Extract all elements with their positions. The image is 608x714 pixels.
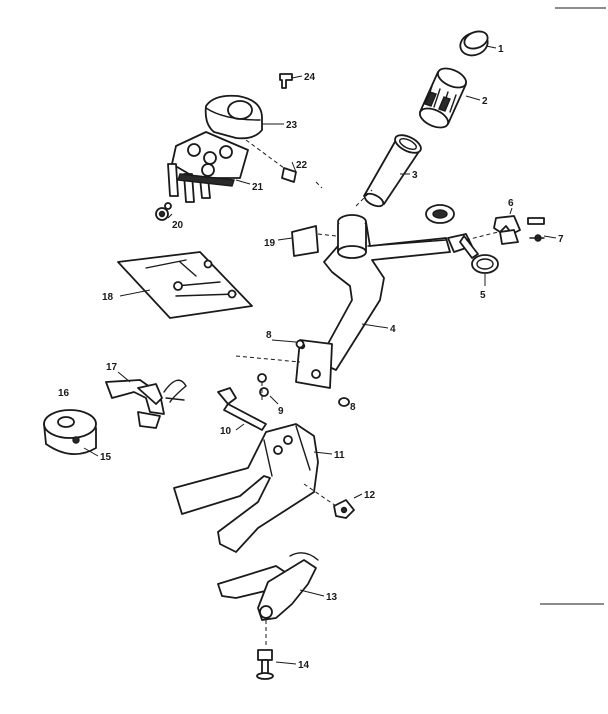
leader-lines: [83, 45, 557, 665]
callout-7: 7: [558, 234, 564, 245]
callout-10: 10: [220, 426, 232, 437]
callout-2: 2: [482, 96, 488, 107]
callout-labels: 1 2 3 4 5 6 7 8 8 9 10 11 12 13 14 15 16…: [58, 44, 564, 671]
part-6-clamp: [493, 215, 521, 245]
part-1-cap: [459, 30, 489, 57]
callout-13: 13: [326, 592, 338, 603]
assembly-lines: [235, 139, 499, 648]
part-4-arm: [295, 214, 451, 389]
callout-20: 20: [172, 220, 184, 231]
part-22-pin: [281, 167, 297, 183]
callout-18: 18: [102, 292, 114, 303]
part-20-nut: [155, 202, 172, 221]
callout-23: 23: [286, 120, 298, 131]
part-2-knob: [419, 67, 467, 129]
callout-15: 15: [100, 452, 112, 463]
callout-24: 24: [304, 72, 316, 83]
part-10-bolt: [217, 387, 267, 431]
callout-22: 22: [296, 160, 308, 171]
callout-21: 21: [252, 182, 264, 193]
arm-end-disc: [425, 204, 455, 224]
part-13-lever: [217, 552, 319, 621]
part-24-screw: [279, 73, 293, 89]
part-3-sleeve: [363, 134, 422, 208]
callout-1: 1: [498, 44, 504, 55]
callout-9: 9: [278, 406, 284, 417]
callout-8-upper: 8: [266, 330, 272, 341]
callout-4: 4: [390, 324, 396, 335]
callout-12: 12: [364, 490, 376, 501]
part-5-small-knob: [447, 233, 499, 274]
callout-6: 6: [508, 198, 514, 209]
part-14-bolt: [256, 649, 274, 680]
part-17-wire-bracket: [105, 379, 187, 429]
callout-17: 17: [106, 362, 118, 373]
callout-11: 11: [334, 450, 345, 461]
callout-3: 3: [412, 170, 418, 181]
callout-8-lower: 8: [350, 402, 356, 413]
part-23-cover: [204, 94, 263, 140]
part-12-nut: [333, 499, 355, 519]
part-8-washers: [295, 339, 350, 407]
part-15-16-housing: [43, 409, 97, 455]
callout-14: 14: [298, 660, 310, 671]
part-9-screws: [257, 373, 269, 397]
callout-16: 16: [58, 388, 70, 399]
part-19-shield: [291, 225, 319, 257]
part-21-bracket: [167, 131, 249, 203]
part-11-base: [173, 423, 319, 553]
callout-19: 19: [264, 238, 276, 249]
part-18-plate: [117, 251, 253, 319]
part-7-screws: [527, 217, 545, 242]
callout-5: 5: [480, 290, 486, 301]
